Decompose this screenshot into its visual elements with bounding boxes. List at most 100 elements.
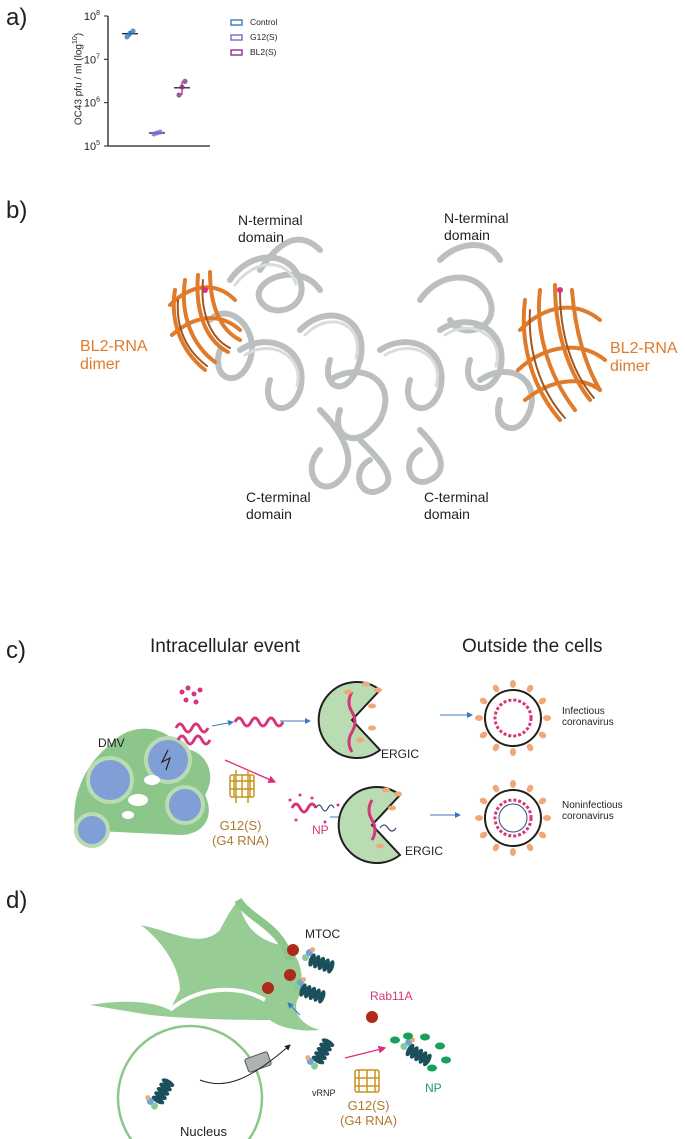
outside-heading: Outside the cells: [462, 636, 603, 657]
np-subunit: [319, 1042, 332, 1052]
spike: [479, 797, 488, 805]
np-subunit: [151, 1095, 165, 1105]
np-subunit: [414, 1048, 424, 1062]
np-subunit: [308, 953, 316, 967]
vrnp-complex: [292, 977, 326, 1004]
y-tick-label: 105: [84, 140, 100, 153]
np-subunit: [409, 1046, 419, 1059]
protein-backbone: [207, 236, 535, 495]
spike: [538, 797, 547, 805]
np-label-d: NP: [425, 1081, 442, 1095]
rab11a-label: Rab11A: [370, 989, 413, 1003]
legend-label: Control: [250, 17, 278, 27]
np-helix: [174, 722, 210, 734]
nucleus-membrane: [116, 1024, 264, 1139]
arrow-magenta: [224, 759, 277, 783]
pb1: [311, 1062, 318, 1070]
vrnp-label: vRNP: [312, 1088, 336, 1098]
spike: [479, 731, 488, 739]
np-subunit: [312, 955, 321, 969]
dmv-vesicle: [86, 756, 134, 804]
intracellular-heading: Intracellular event: [150, 636, 300, 657]
np-helix: [233, 716, 285, 728]
np-subunit: [161, 1078, 175, 1088]
endoplasmic-reticulum: [90, 900, 320, 1031]
np-subunit: [422, 1053, 432, 1067]
pb2: [405, 1038, 413, 1046]
np-subunit: [418, 1051, 428, 1064]
rna-residue-marker: [202, 287, 208, 293]
spike: [492, 784, 500, 793]
nucleus-label: Nucleus: [180, 1124, 227, 1139]
er-tubule: [234, 897, 294, 962]
data-point: [124, 34, 130, 40]
y-axis-label: OC43 pfu / ml (log10): [72, 32, 85, 126]
dmv-vesicle: [165, 785, 205, 825]
dmv-vesicle: [74, 812, 110, 848]
np-subunit: [327, 960, 335, 974]
np-subunit: [318, 990, 326, 1004]
spike: [479, 831, 488, 839]
spike: [510, 848, 516, 856]
np-label-c: NP: [312, 823, 329, 837]
spike: [479, 697, 488, 705]
np-subunit: [154, 1091, 167, 1101]
spike: [526, 843, 534, 852]
panel-label-c: c): [6, 637, 26, 664]
bl2-rna-dimer-left-shade: [176, 279, 231, 367]
spike-proteins: [344, 681, 382, 743]
spike: [526, 684, 534, 693]
spike: [543, 815, 551, 821]
ergic-compartment: [337, 786, 402, 864]
mtoc-label: MTOC: [305, 927, 341, 941]
pa: [310, 947, 316, 953]
panel-label-d: d): [6, 887, 28, 914]
legend-label: BL2(S): [250, 47, 277, 57]
np-subunit: [156, 1086, 170, 1096]
rna-residue-marker: [557, 287, 563, 293]
np-subunit: [405, 1043, 415, 1057]
vrnp-complex: [145, 1078, 175, 1110]
dmv-vesicle: [144, 736, 192, 784]
panel-label-b: b): [6, 197, 28, 224]
export-arrow: [199, 1044, 291, 1085]
legend-swatch: [230, 34, 243, 41]
spike: [510, 780, 516, 788]
pb2: [306, 1057, 314, 1065]
spike: [492, 743, 500, 752]
pb1: [301, 954, 309, 962]
panel-label-a: a): [6, 4, 28, 31]
bl2-rna-dimer-right: [516, 283, 607, 422]
np-subunit: [314, 1051, 327, 1061]
np-subunit: [311, 1055, 325, 1065]
rna-strand: [315, 804, 335, 812]
g4-rna-icon: [229, 770, 255, 803]
vrnp-complex: [305, 1038, 335, 1070]
virion-noninfectious: [484, 789, 542, 847]
pa: [305, 1055, 311, 1061]
arrow-blue: [211, 719, 234, 727]
virion-np-ring: [493, 798, 533, 838]
spike: [538, 697, 547, 705]
y-tick-label: 106: [84, 97, 100, 110]
np-subunit: [299, 983, 307, 997]
bl2-rna-dimer-left: [168, 270, 242, 372]
virion-np-ring: [493, 698, 533, 738]
virion-rna: [498, 803, 528, 833]
rab11a-proteins: [262, 944, 378, 1023]
rna-strand: [160, 749, 172, 771]
np-dots: [390, 1032, 451, 1072]
np-helix: [176, 734, 212, 746]
y-tick-label: 108: [84, 10, 100, 23]
ergic-label-top: ERGIC: [381, 747, 420, 761]
virion-infectious: [484, 689, 542, 747]
np-subunit: [321, 1038, 335, 1048]
bl2-rna-dimer-right-shade: [528, 291, 595, 419]
np-subunit: [303, 985, 312, 999]
